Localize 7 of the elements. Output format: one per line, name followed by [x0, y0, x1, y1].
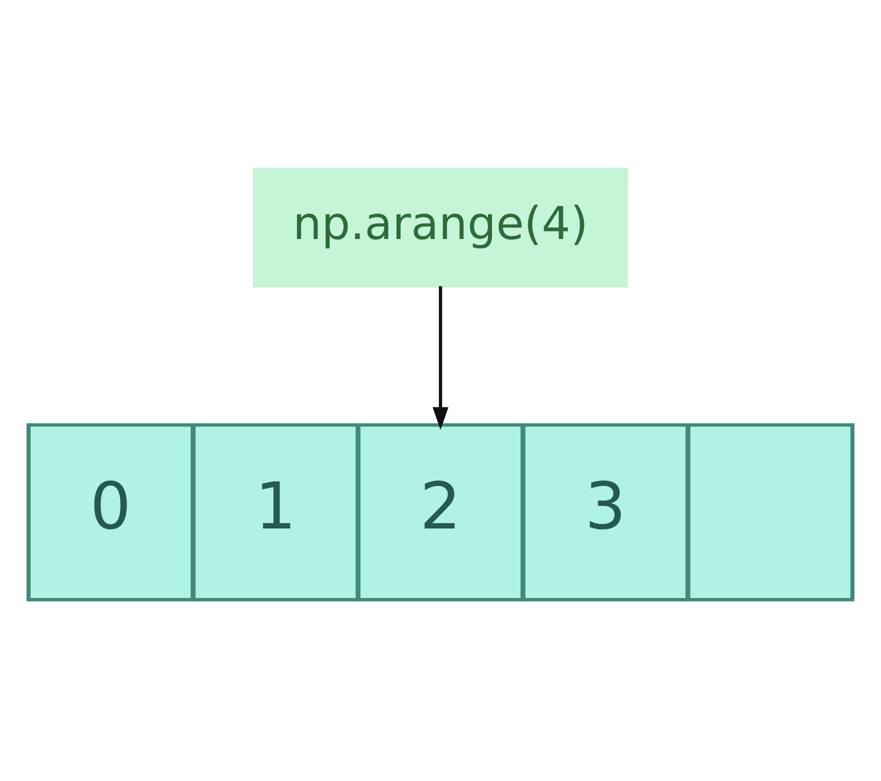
node-box: 3: [522, 422, 689, 601]
node-box: np.arange(4): [252, 167, 628, 288]
node-box: 2: [357, 422, 524, 601]
node-box: 1: [192, 422, 359, 601]
node-box: 0: [27, 422, 194, 601]
node-box: [687, 422, 854, 601]
arrow: [432, 286, 448, 430]
